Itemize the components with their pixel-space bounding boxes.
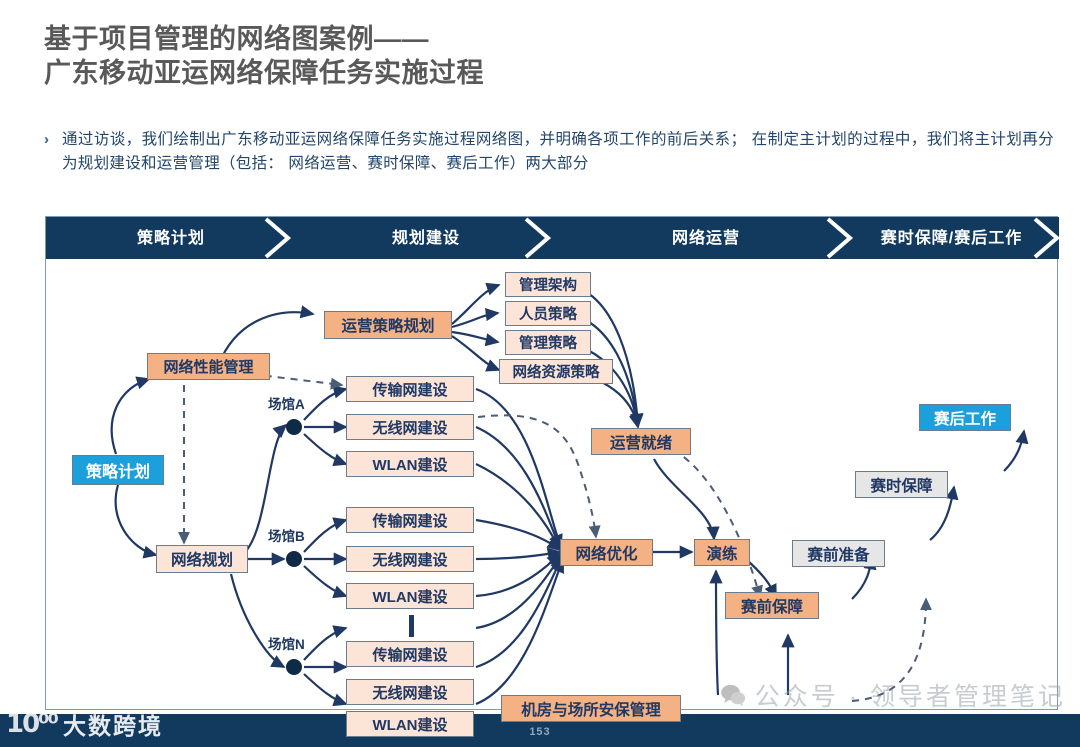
diagram-canvas: 策略计划 网络性能管理 运营策略规划 管理架构 人员策略 管理策略 网络资源策略… xyxy=(46,259,1057,737)
node-venue-b-wlan[interactable]: WLAN建设 xyxy=(346,583,474,609)
node-ops-strategy-plan[interactable]: 运营策略规划 xyxy=(324,311,452,339)
node-net-resource-strategy[interactable]: 网络资源策略 xyxy=(499,359,613,384)
node-venue-b-transport[interactable]: 传输网建设 xyxy=(346,507,474,533)
node-drill[interactable]: 演练 xyxy=(694,539,750,566)
title-line-2: 广东移动亚运网络保障任务实施过程 xyxy=(44,58,484,88)
node-facility-security-mgmt[interactable]: 机房与场所安保管理 xyxy=(501,695,681,722)
venue-dot-b[interactable] xyxy=(286,551,302,567)
venue-dot-a[interactable] xyxy=(286,419,302,435)
node-ops-ready[interactable]: 运营就绪 xyxy=(591,428,691,455)
venue-ellipsis-separator xyxy=(409,615,414,637)
venue-label-a: 场馆A xyxy=(268,397,305,412)
venue-label-b: 场馆B xyxy=(268,529,305,544)
node-venue-n-wlan[interactable]: WLAN建设 xyxy=(346,711,474,737)
page-title: 基于项目管理的网络图案例—— 广东移动亚运网络保障任务实施过程 xyxy=(44,22,944,90)
page-number: 153 xyxy=(529,726,551,738)
phase-label-guarantee: 赛时保障/赛后工作 xyxy=(880,229,1023,247)
node-venue-b-wireless[interactable]: 无线网建设 xyxy=(346,546,474,572)
title-line-1: 基于项目管理的网络图案例—— xyxy=(44,24,429,54)
node-network-optimization[interactable]: 网络优化 xyxy=(560,539,653,566)
phase-segment-operation[interactable]: 网络运营 xyxy=(556,217,856,259)
chevron-right-icon: › xyxy=(44,131,49,148)
node-venue-a-transport[interactable]: 传输网建设 xyxy=(346,376,474,402)
phase-label-operation: 网络运营 xyxy=(671,229,740,247)
phase-segment-guarantee[interactable]: 赛时保障/赛后工作 xyxy=(856,217,1059,259)
phase-label-strategy: 策略计划 xyxy=(136,229,205,247)
node-venue-a-wireless[interactable]: 无线网建设 xyxy=(346,414,474,440)
node-mgmt-strategy[interactable]: 管理策略 xyxy=(505,330,591,355)
node-pre-game-prep[interactable]: 赛前准备 xyxy=(792,540,885,567)
phase-banner: 策略计划 规划建设 网络运营 赛时保障/赛后工作 xyxy=(46,217,1061,259)
node-game-time-guarantee[interactable]: 赛时保障 xyxy=(855,471,948,498)
node-venue-a-wlan[interactable]: WLAN建设 xyxy=(346,451,474,477)
node-venue-n-wireless[interactable]: 无线网建设 xyxy=(346,679,474,705)
node-network-planning[interactable]: 网络规划 xyxy=(156,545,248,573)
phase-segment-planning[interactable]: 规划建设 xyxy=(296,217,556,259)
node-mgmt-architecture[interactable]: 管理架构 xyxy=(505,272,591,297)
venue-dot-n[interactable] xyxy=(286,659,302,675)
node-venue-n-transport[interactable]: 传输网建设 xyxy=(346,641,474,667)
phase-segment-strategy[interactable]: 策略计划 xyxy=(46,217,296,259)
body-paragraph-text: 通过访谈，我们绘制出广东移动亚运网络保障任务实施过程网络图，并明确各项工作的前后… xyxy=(62,130,1054,172)
body-paragraph: › 通过访谈，我们绘制出广东移动亚运网络保障任务实施过程网络图，并明确各项工作的… xyxy=(44,128,1054,175)
phase-label-planning: 规划建设 xyxy=(391,229,460,247)
node-staff-strategy[interactable]: 人员策略 xyxy=(505,301,591,326)
node-strategy-plan[interactable]: 策略计划 xyxy=(72,455,164,485)
node-pre-game-guarantee[interactable]: 赛前保障 xyxy=(725,592,819,619)
node-post-game-work[interactable]: 赛后工作 xyxy=(919,404,1011,431)
venue-label-n: 场馆N xyxy=(268,637,305,652)
node-network-perf-mgmt[interactable]: 网络性能管理 xyxy=(147,353,270,380)
network-diagram-frame: 策略计划 规划建设 网络运营 赛时保障/赛后工作 xyxy=(45,216,1061,737)
